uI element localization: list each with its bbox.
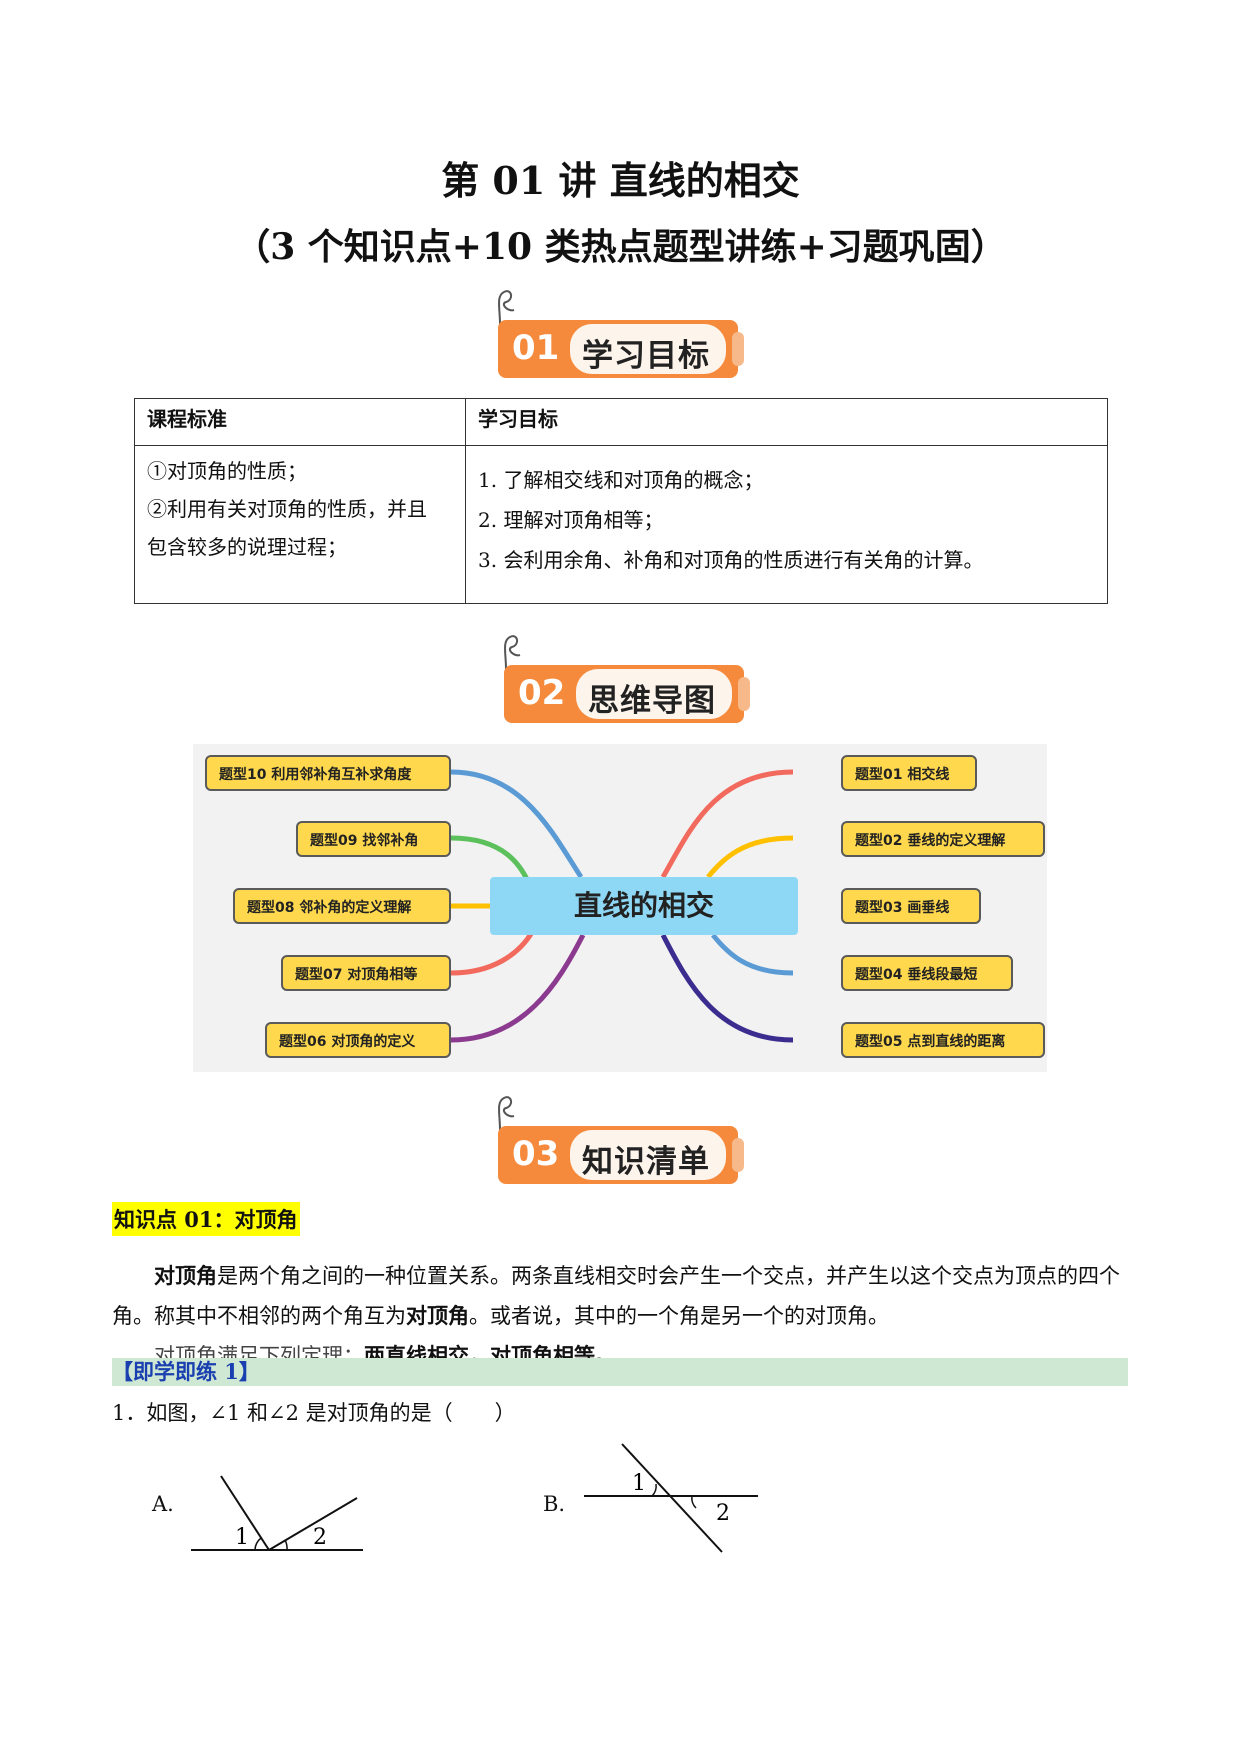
mind-map-node: 题型04 垂线段最短 [841,955,1013,991]
section-label: 思维导图 [588,683,716,719]
branch-right-02 [706,835,794,879]
mind-map: 题型10 利用邻补角互补求角度 题型09 找邻补角 题型08 邻补角的定义理解 … [193,744,1047,1072]
section-badge-03: 03 知识清单 [498,1096,744,1186]
branch-right-01 [660,769,794,879]
page-title: 第 01 讲 直线的相交 [441,158,800,203]
standards-cell: ①对顶角的性质； ②利用有关对顶角的性质，并且 包含较多的说理过程； [134,445,466,604]
paperclip-icon [504,635,521,670]
section-number: 01 [512,328,560,368]
angle-2-label: 2 [313,1525,327,1550]
section-number: 02 [518,673,566,713]
table-header-goals: 学习目标 [465,398,1108,446]
branch-left-07 [450,932,534,976]
mind-map-node: 题型01 相交线 [841,755,977,791]
angle-1-label: 1 [632,1471,646,1496]
standard-line: ①对顶角的性质； [147,459,307,483]
knowledge-paragraph: 对顶角是两个角之间的一种位置关系。两条直线相交时会产生一个交点，并产生以这个交点… [112,1263,1120,1328]
angle-2-label: 2 [716,1501,730,1526]
question-text: 1．如图，∠1 和∠2 是对顶角的是（ ） [112,1401,516,1425]
mind-map-node: 题型10 利用邻补角互补求角度 [205,755,451,791]
mind-map-node: 题型05 点到直线的距离 [841,1022,1045,1058]
section-label: 学习目标 [582,338,710,374]
term-bold: 对顶角 [406,1303,469,1328]
branch-left-06 [450,933,586,1043]
paperclip-icon [498,290,515,325]
branch-right-05 [660,933,794,1043]
mind-map-center: 直线的相交 [490,877,798,935]
mind-map-node: 题型08 邻补角的定义理解 [233,888,451,924]
section-label: 知识清单 [582,1144,710,1180]
paperclip-icon [498,1096,515,1131]
option-a-label: A. [152,1492,174,1516]
option-a-figure: 1 2 [191,1475,363,1551]
term-bold: 对顶角 [154,1263,217,1288]
table-header-standard: 课程标准 [134,398,466,446]
practice-header: 【即学即练 1】 [112,1358,1128,1386]
objectives-table: 课程标准 学习目标 ①对顶角的性质； ②利用有关对顶角的性质，并且 包含较多的说… [134,398,1108,604]
option-b-figure: 1 2 [584,1443,758,1553]
mind-map-node: 题型06 对顶角的定义 [265,1022,451,1058]
mind-map-node: 题型03 画垂线 [841,888,981,924]
branch-right-04 [711,933,794,976]
mind-map-node: 题型02 垂线的定义理解 [841,821,1045,857]
goal-line: 2. 理解对顶角相等； [478,508,664,532]
branch-left-10 [450,769,584,879]
option-b-label: B. [543,1492,566,1516]
page-subtitle: （3 个知识点+10 类热点题型讲练+习题巩固） [234,226,1007,268]
section-number: 03 [512,1134,560,1174]
section-badge-02: 02 思维导图 [504,635,750,725]
standard-line: ②利用有关对顶角的性质，并且 [147,497,427,521]
section-badge-01: 01 学习目标 [498,290,744,380]
angle-1-label: 1 [235,1525,249,1550]
goals-cell: 1. 了解相交线和对顶角的概念； 2. 理解对顶角相等； 3. 会利用余角、补角… [465,445,1108,604]
mind-map-node: 题型07 对顶角相等 [281,955,451,991]
knowledge-point-title: 知识点 01：对顶角 [112,1202,300,1236]
mind-map-node: 题型09 找邻补角 [296,821,451,857]
goal-line: 3. 会利用余角、补角和对顶角的性质进行有关角的计算。 [478,548,984,572]
goal-line: 1. 了解相交线和对顶角的概念； [478,468,764,492]
standard-line: 包含较多的说理过程； [147,535,347,559]
mind-map-branches [450,769,798,1043]
